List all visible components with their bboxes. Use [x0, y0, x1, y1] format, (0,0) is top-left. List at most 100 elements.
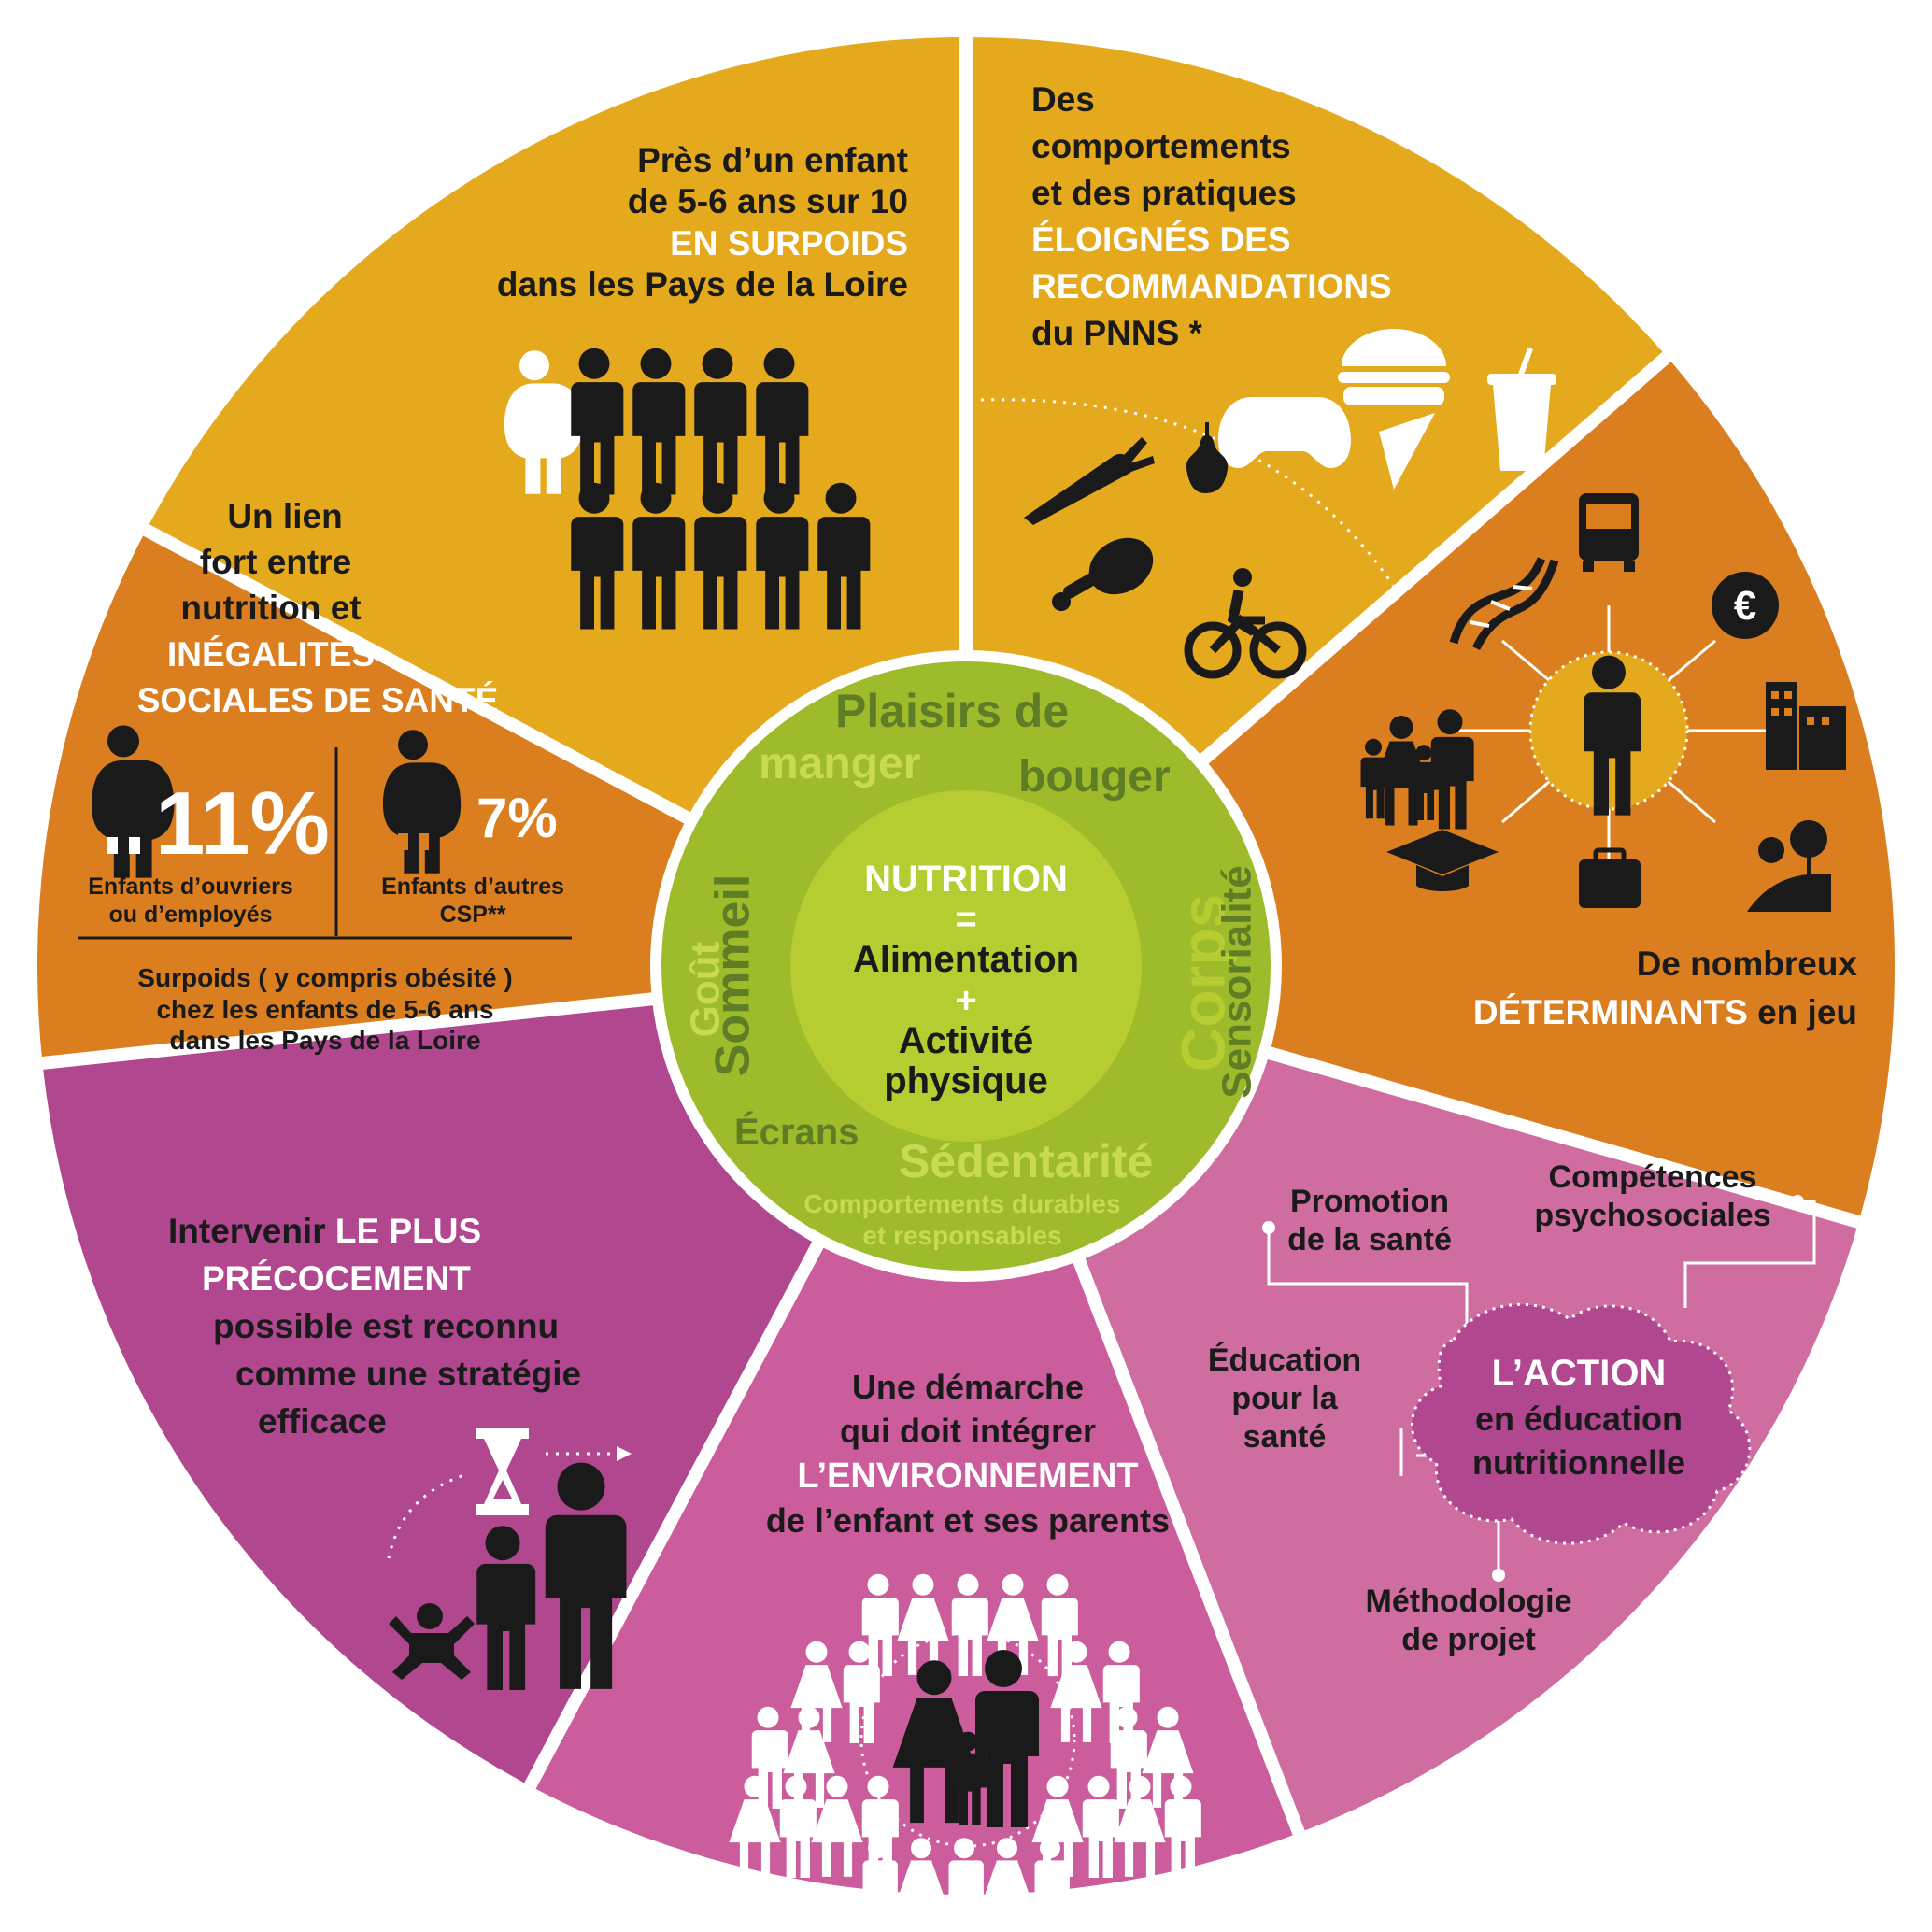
inegalites-line-2: fort entre: [199, 543, 352, 582]
methodologie-line-2: de projet: [1401, 1621, 1536, 1657]
ring-sedentarite: Sédentarité: [899, 1135, 1154, 1187]
methodologie-label: Méthodologie de projet: [1342, 1583, 1596, 1659]
soda-cup-icon: [1487, 347, 1556, 471]
ring-comportements-2: et responsables: [862, 1220, 1062, 1250]
promotion-line-2: de la santé: [1287, 1221, 1452, 1257]
education-line-2: pour la: [1231, 1380, 1338, 1416]
physique-label: physique: [884, 1059, 1048, 1101]
environnement-highlight: L’ENVIRONNEMENT: [797, 1456, 1139, 1496]
environnement-line-1: Une démarche: [851, 1368, 1085, 1406]
landscape-icon: [1747, 820, 1831, 912]
activite-label: Activité: [898, 1019, 1034, 1061]
competences-line-2: psychosociales: [1534, 1197, 1771, 1233]
alimentation-label: Alimentation: [852, 939, 1080, 981]
promotion-line-1: Promotion: [1290, 1184, 1449, 1219]
ring-sensorialite: Sensorialité: [1214, 865, 1260, 1099]
graduation-cap-icon: [1386, 830, 1499, 891]
inegalites-highlight-2: SOCIALES DE SANTÉ: [136, 680, 499, 719]
stat-7-label: Enfants d’autres CSP**: [351, 873, 594, 929]
center-core-text: NUTRITION = Alimentation + Activité phys…: [790, 859, 1142, 1101]
ring-manger: manger: [759, 739, 921, 788]
ring-ecrans: Écrans: [734, 1112, 859, 1153]
environnement-line-2: qui doit intégrer: [840, 1411, 1096, 1450]
stat-11-label: Enfants d’ouvriers ou d’employés: [60, 873, 321, 929]
promotion-label: Promotion de la santé: [1267, 1183, 1472, 1259]
precocement-text: Intervenir LE PLUS PRÉCOCEMENT possible …: [168, 1207, 581, 1445]
methodologie-line-1: Méthodologie: [1365, 1584, 1572, 1619]
inegalites-highlight-1: INÉGALITÉS: [166, 634, 376, 674]
comportements-line-2: comportements: [1031, 126, 1291, 165]
inegalites-text: Un lien fort entre nutrition et INÉGALIT…: [93, 493, 542, 723]
education-label: Éducation pour la santé: [1188, 1342, 1381, 1456]
burger-icon: [1338, 329, 1450, 405]
stat-11-label-line-2: ou d’employés: [108, 902, 273, 928]
stat-7-label-line-1: Enfants d’autres: [381, 874, 564, 900]
surpoids-line-4: dans les Pays de la Loire: [496, 265, 908, 305]
stat-11-label-line-1: Enfants d’ouvriers: [88, 874, 293, 900]
ring-comportements: Comportements durables et responsables: [757, 1188, 1168, 1251]
comportements-highlight-1: ÉLOIGNÉS DES: [1031, 220, 1291, 259]
footer-line-2: chez les enfants de 5-6 ans: [156, 994, 494, 1024]
competences-label: Compétences psychosociales: [1508, 1158, 1797, 1235]
briefcase-icon: [1579, 847, 1641, 908]
ring-gout: Goût: [682, 941, 729, 1038]
buildings-icon: [1766, 682, 1846, 770]
baby-icon: [389, 1603, 475, 1680]
nutrition-title: NUTRITION: [864, 859, 1068, 900]
chubby-child-icon-2: [383, 730, 462, 874]
surpoids-text: Près d’un enfant de 5-6 ans sur 10 EN SU…: [497, 140, 908, 306]
stat-divider: [78, 747, 572, 940]
action-connectors: [1267, 1200, 1816, 1570]
center-core: [790, 790, 1142, 1142]
education-line-3: santé: [1243, 1418, 1327, 1455]
chicken-leg-icon: [1052, 537, 1154, 611]
ring-bouger: bouger: [1018, 752, 1171, 802]
dotted-arc: [980, 398, 1403, 599]
plus-sign: +: [955, 979, 977, 1021]
euro-icon: €: [1712, 572, 1779, 639]
precocement-line-3: possible est reconnu: [213, 1307, 560, 1346]
precocement-highlight: PRÉCOCEMENT: [202, 1259, 471, 1299]
ring-plaisirs: Plaisirs de: [835, 685, 1070, 737]
stat-7-value: 7%: [476, 787, 558, 849]
pizza-slice-icon: [1379, 413, 1435, 490]
inegalites-footer: Surpoids ( y compris obésité ) chez les …: [78, 962, 572, 1057]
footer-line-3: dans les Pays de la Loire: [169, 1026, 481, 1056]
svg-text:€: €: [1734, 583, 1756, 629]
game-controller-icon: [1218, 397, 1351, 468]
determinants-line-1: De nombreux: [1636, 945, 1857, 983]
environnement-line-4: de l’enfant et ses parents: [765, 1500, 1171, 1540]
action-line-2: en éducation: [1474, 1399, 1683, 1438]
pear-icon: [1186, 422, 1229, 493]
sector-environnement: [530, 966, 1300, 1895]
footer-line-1: Surpoids ( y compris obésité ): [137, 963, 513, 992]
precocement-line-1: Intervenir LE PLUS: [168, 1212, 482, 1250]
ring-comportements-1: Comportements durables: [803, 1189, 1121, 1218]
hourglass-icon: [476, 1428, 529, 1515]
environnement-text: Une démarche qui doit intégrer L’ENVIRON…: [734, 1366, 1201, 1543]
competences-line-1: Compétences: [1548, 1159, 1757, 1195]
chubby-child-icon: [92, 725, 175, 878]
comportements-line-1: Des: [1031, 80, 1095, 119]
determinants-text: De nombreux DÉTERMINANTS en jeu: [1473, 940, 1857, 1037]
action-cloud: [1411, 1302, 1752, 1545]
action-title: L’ACTION: [1491, 1353, 1667, 1394]
determinants-line-2: DÉTERMINANTS en jeu: [1472, 992, 1857, 1031]
carrot-icon: [1024, 437, 1155, 525]
precocement-line-5: efficace: [258, 1402, 387, 1442]
surpoids-highlight: EN SURPOIDS: [670, 223, 908, 263]
action-cloud-text: L’ACTION en éducation nutritionnelle: [1439, 1349, 1719, 1485]
surpoids-line-1: Près d’un enfant: [637, 141, 908, 179]
surpoids-line-2: de 5-6 ans sur 10: [627, 182, 908, 221]
dna-icon: [1449, 557, 1559, 651]
inegalites-line-1: Un lien: [227, 497, 343, 535]
comportements-line-3: et des pratiques: [1031, 173, 1297, 212]
comportements-line-6: du PNNS *: [1031, 313, 1202, 352]
stat-11-value: 11%: [155, 774, 330, 874]
inegalites-line-3: nutrition et: [180, 589, 362, 628]
stat-7-label-line-2: CSP**: [439, 902, 506, 928]
cyclist-icon: [1184, 568, 1307, 679]
precocement-line-4: comme une stratégie: [235, 1355, 582, 1394]
family-center-ring: [859, 1631, 1076, 1848]
